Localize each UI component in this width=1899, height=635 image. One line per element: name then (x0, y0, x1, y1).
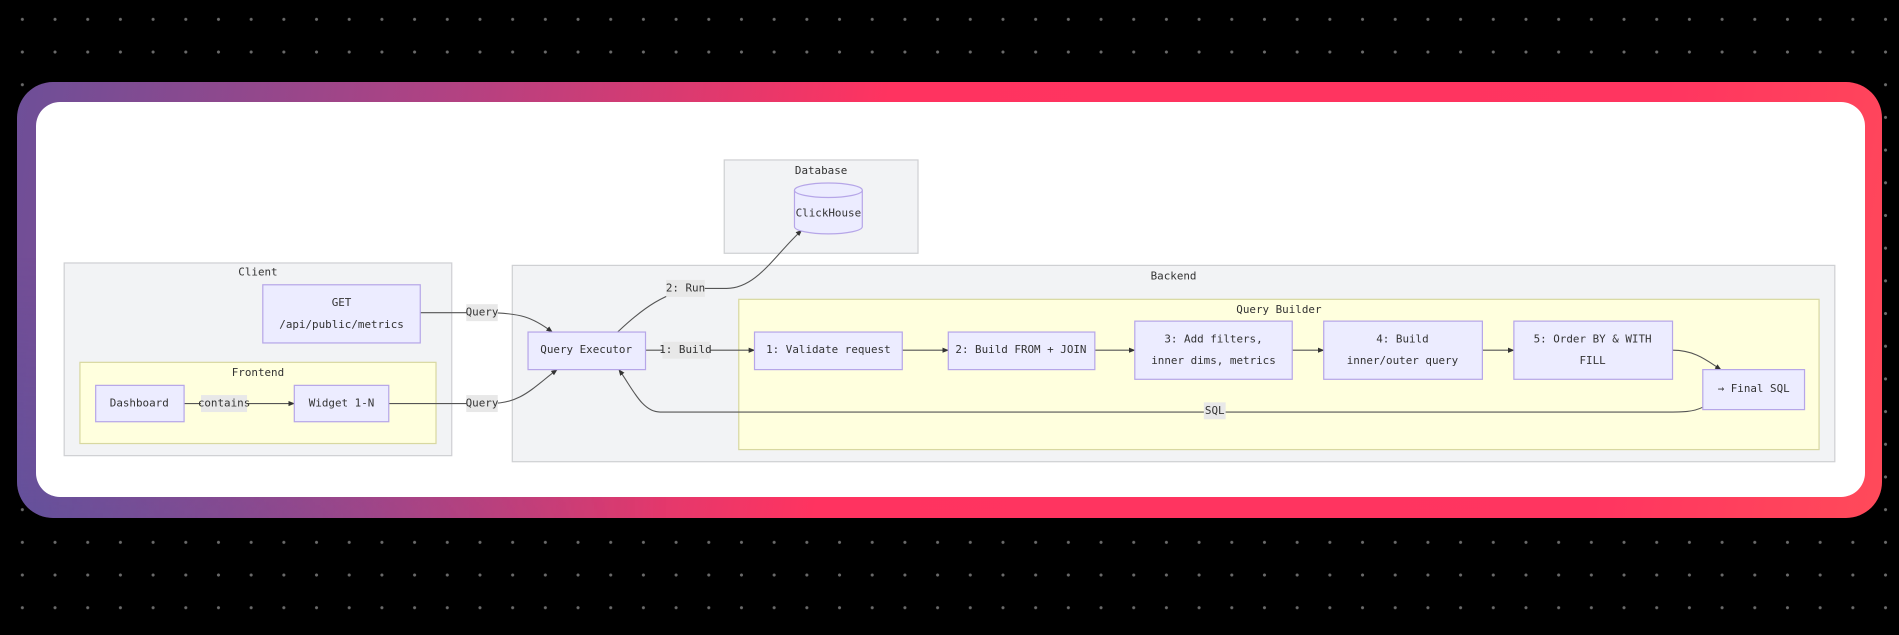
cluster-frontend-title: Frontend (232, 366, 284, 379)
svg-text:ClickHouse: ClickHouse (796, 206, 862, 219)
cylinder-icon (793, 182, 863, 235)
cluster-backend-title: Backend (1151, 269, 1197, 282)
svg-text:Widget 1-N: Widget 1-N (309, 397, 375, 410)
edge-label-get-query: Query (466, 304, 499, 322)
node-add-filters[interactable]: 3: Add filters, inner dims, metrics (1134, 320, 1293, 380)
svg-text:2: Build FROM + JOIN: 2: Build FROM + JOIN (955, 343, 1086, 356)
svg-text:inner dims, metrics: inner dims, metrics (1151, 354, 1276, 367)
svg-text:Query Executor: Query Executor (540, 343, 632, 356)
edge-label-contains: contains (198, 395, 250, 413)
svg-text:3: Add filters,: 3: Add filters, (1164, 332, 1262, 345)
svg-text:inner/outer query: inner/outer query (1347, 354, 1459, 367)
svg-text:Dashboard: Dashboard (110, 397, 169, 410)
svg-text:1: Build: 1: Build (659, 343, 711, 356)
svg-text:SQL: SQL (1205, 404, 1225, 417)
svg-text:4: Build: 4: Build (1376, 332, 1428, 345)
node-validate-request[interactable]: 1: Validate request (753, 331, 903, 371)
cluster-client-title: Client (238, 266, 277, 279)
svg-text:2: Run: 2: Run (666, 281, 705, 294)
svg-text:→ Final SQL: → Final SQL (1718, 382, 1791, 395)
node-build-inner-outer-query[interactable]: 4: Build inner/outer query (1323, 320, 1483, 380)
cluster-database: Database (723, 159, 919, 254)
edge-executor-to-clickhouse (617, 229, 803, 333)
node-query-executor[interactable]: Query Executor (527, 331, 647, 371)
node-final-sql[interactable]: → Final SQL (1702, 369, 1806, 411)
edge-label-sql: SQL (1203, 402, 1226, 420)
edge-label-widget-query: Query (466, 395, 499, 413)
edge-order-to-final (1672, 349, 1722, 371)
svg-text:Query: Query (466, 397, 499, 410)
node-dashboard[interactable]: Dashboard (95, 384, 185, 423)
edge-label-build: 1: Build (659, 341, 712, 359)
svg-text:1: Validate request: 1: Validate request (766, 343, 891, 356)
cluster-query-builder-title: Query Builder (1236, 303, 1322, 316)
svg-text:FILL: FILL (1579, 354, 1606, 367)
cluster-database-title: Database (795, 164, 847, 177)
node-order-by-with-fill[interactable]: 5: Order BY & WITH FILL (1513, 320, 1674, 380)
node-build-from-join[interactable]: 2: Build FROM + JOIN (947, 331, 1096, 371)
node-clickhouse[interactable]: ClickHouse (793, 182, 863, 235)
node-get-api-public-metrics[interactable]: GET /api/public/metrics (262, 284, 421, 344)
svg-text:Query: Query (466, 306, 499, 319)
node-widget[interactable]: Widget 1-N (293, 384, 390, 423)
svg-text:GET: GET (332, 296, 352, 309)
svg-text:contains: contains (198, 397, 250, 410)
edge-final-to-executor (618, 369, 1704, 413)
edge-label-run: 2: Run (666, 279, 705, 297)
svg-text:5: Order BY & WITH: 5: Order BY & WITH (1534, 332, 1652, 345)
svg-text:/api/public/metrics: /api/public/metrics (279, 318, 404, 331)
